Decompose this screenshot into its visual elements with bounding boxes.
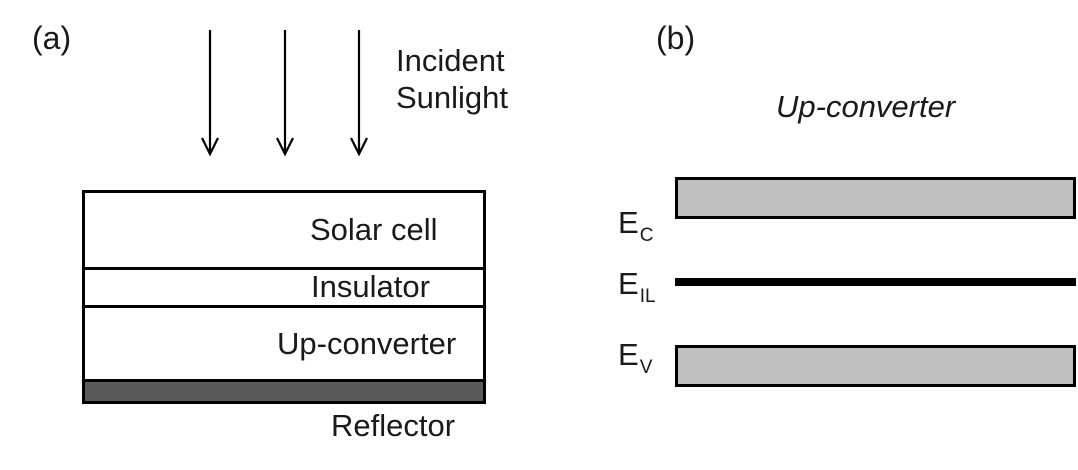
reflector-layer xyxy=(82,379,486,404)
ev-main: E xyxy=(618,337,639,372)
eil-sub: IL xyxy=(639,286,656,307)
up-converter-title: Up-converter xyxy=(776,89,956,124)
panel-b-label: (b) xyxy=(656,20,696,56)
reflector-label: Reflector xyxy=(331,408,456,443)
incident-line-1: Incident xyxy=(396,43,505,78)
arrow-2 xyxy=(276,30,294,157)
eil-label: EIL xyxy=(618,265,656,307)
ec-sub: C xyxy=(639,225,654,246)
ev-sub: V xyxy=(639,357,653,378)
ec-main: E xyxy=(618,205,639,240)
valence-band xyxy=(675,345,1076,387)
eil-main: E xyxy=(618,266,639,301)
panel-a-label: (a) xyxy=(32,20,72,56)
conduction-band xyxy=(675,177,1076,219)
arrow-3 xyxy=(350,30,368,157)
intermediate-level xyxy=(675,278,1076,286)
insulator-layer xyxy=(82,267,486,308)
incident-sunlight-label: Incident Sunlight xyxy=(396,42,508,116)
incident-line-2: Sunlight xyxy=(396,80,509,116)
ec-label: EC xyxy=(618,204,653,246)
up-converter-label: Up-converter xyxy=(277,326,457,361)
solar-cell-label: Solar cell xyxy=(310,212,438,247)
insulator-label: Insulator xyxy=(311,269,430,304)
ev-label: EV xyxy=(618,336,652,378)
arrow-1 xyxy=(201,30,219,157)
